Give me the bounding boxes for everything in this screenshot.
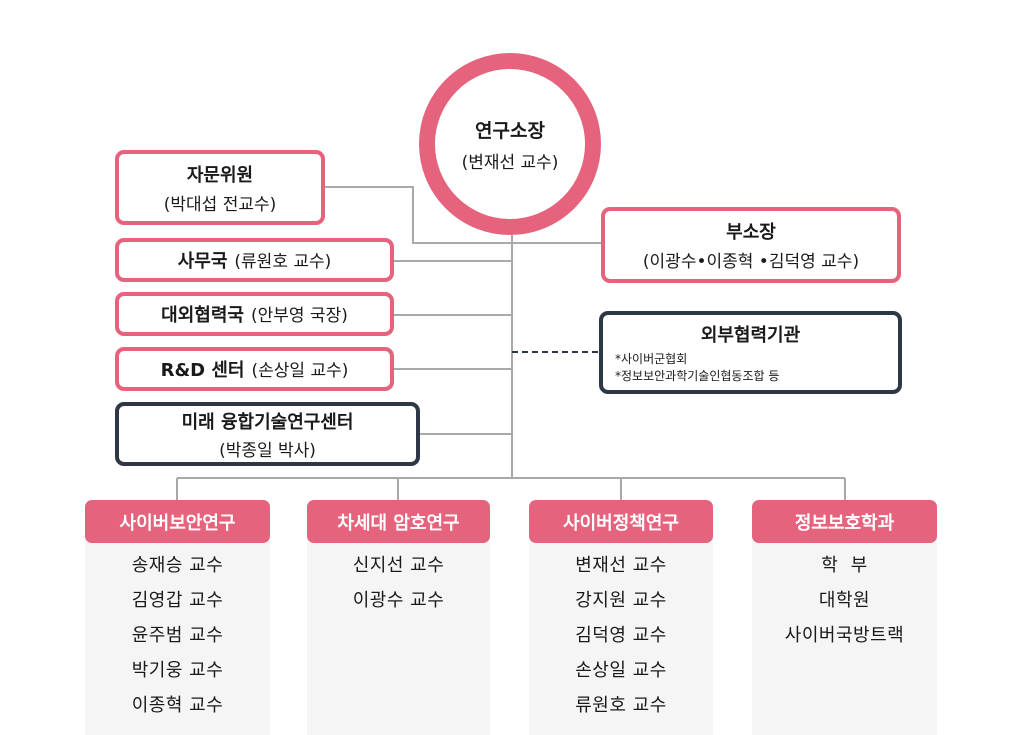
member-item: 이종혁 교수 (131, 695, 224, 716)
column-header-cyber-policy: 사이버정책연구 (529, 500, 713, 543)
future-center-name: (박종일 박사) (219, 440, 316, 461)
director-circle: 연구소장 (변재선 교수) (419, 53, 601, 235)
column-header-cryptography: 차세대 암호연구 (307, 500, 490, 543)
column-panel-cryptography (307, 508, 490, 735)
column-list-cryptography: 신지선 교수 이광수 교수 (307, 548, 490, 618)
member-item: 김영갑 교수 (131, 590, 224, 611)
external-partners-box: 외부협력기관 *사이버군협회 *정보보안과학기술인협동조합 등 (599, 311, 902, 394)
future-center-box: 미래 융합기술연구센터 (박종일 박사) (115, 402, 420, 466)
future-center-title: 미래 융합기술연구센터 (181, 411, 354, 433)
rnd-center-name: (손상일 교수) (251, 361, 349, 381)
office-name: (류원호 교수) (234, 252, 332, 272)
member-item: 송재승 교수 (131, 555, 224, 576)
column-panel-info-protection-dept (752, 508, 937, 735)
advisor-box: 자문위원 (박대섭 전교수) (115, 150, 325, 225)
column-header-info-protection-dept: 정보보호학과 (752, 500, 937, 543)
advisor-connector (324, 186, 512, 244)
external-affairs-title: 대외협력국 (161, 305, 244, 326)
member-item: 대학원 (818, 590, 871, 611)
member-item: 학 부 (821, 555, 868, 576)
office-box: 사무국 (류원호 교수) (115, 238, 394, 282)
column-list-cyber-security: 송재승 교수 김영갑 교수 윤주범 교수 박기웅 교수 이종혁 교수 (85, 548, 270, 723)
director-name: (변재선 교수) (461, 152, 559, 173)
external-affairs-name: (안부영 국장) (250, 306, 348, 326)
external-partner-note: *정보보안과학기술인협동조합 등 (615, 368, 780, 383)
column-panel-cyber-policy (529, 508, 713, 735)
member-item: 강지원 교수 (575, 590, 667, 611)
deputy-title: 부소장 (726, 222, 776, 243)
member-item: 이광수 교수 (352, 590, 445, 611)
deputy-name: (이광수•이종혁 •김덕영 교수) (642, 252, 860, 272)
member-item: 손상일 교수 (575, 660, 667, 681)
column-panel-cyber-security (85, 508, 270, 735)
advisor-name: (박대섭 전교수) (163, 194, 277, 215)
external-partners-title: 외부협력기관 (700, 324, 801, 346)
external-affairs-box: 대외협력국 (안부영 국장) (115, 292, 394, 336)
member-item: 변재선 교수 (575, 555, 667, 576)
deputy-box: 부소장 (이광수•이종혁 •김덕영 교수) (601, 207, 901, 283)
column-list-cyber-policy: 변재선 교수 강지원 교수 김덕영 교수 손상일 교수 류원호 교수 (529, 548, 713, 723)
member-item: 박기웅 교수 (131, 660, 224, 681)
member-item: 김덕영 교수 (575, 625, 667, 646)
external-partner-note: *사이버군협회 (615, 351, 688, 366)
member-item: 류원호 교수 (575, 695, 667, 716)
member-item: 신지선 교수 (352, 555, 445, 576)
rnd-center-title: R&D 센터 (160, 360, 245, 381)
director-title: 연구소장 (475, 119, 545, 142)
office-title: 사무국 (177, 251, 228, 272)
member-item: 사이버국방트랙 (784, 625, 905, 646)
column-header-cyber-security: 사이버보안연구 (85, 500, 270, 543)
rnd-center-box: R&D 센터 (손상일 교수) (115, 347, 394, 391)
member-item: 윤주범 교수 (131, 625, 224, 646)
column-list-info-protection-dept: 학 부 대학원 사이버국방트랙 (752, 548, 937, 653)
advisor-title: 자문위원 (186, 164, 254, 186)
